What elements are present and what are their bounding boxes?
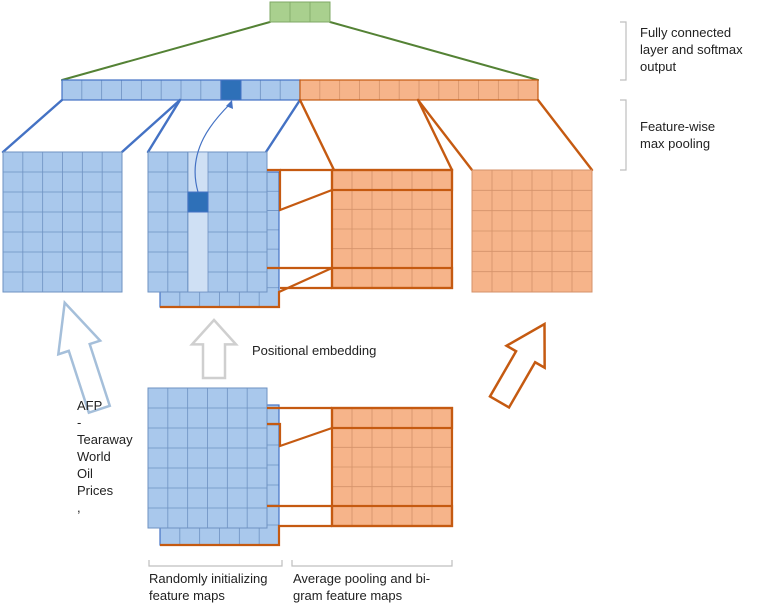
pool-connector-3 (146, 98, 182, 154)
grid-border (269, 1, 331, 23)
random-init-label: Randomly initializing feature maps (149, 571, 268, 603)
pool-connector-5 (298, 98, 336, 172)
grid-lines (289, 2, 311, 22)
grid-lines (472, 170, 592, 292)
grid-lines (319, 80, 519, 100)
bigram-bottom-connector-b (267, 422, 333, 448)
green-connector-left (61, 21, 271, 81)
token: Prices (77, 483, 114, 498)
token: Tearaway (77, 432, 133, 447)
positional-embedding-label: Positional embedding (252, 343, 377, 358)
hollow-up-arrow-icon (56, 299, 112, 415)
pooled-vector-orange (299, 79, 539, 101)
positional-column (187, 151, 209, 293)
grid-lines (148, 388, 267, 528)
selected-cell (187, 191, 209, 213)
bigram-bottom-bottom-row (330, 504, 454, 528)
grid-lines (3, 152, 122, 292)
pool-connector-1 (1, 98, 64, 154)
hollow-up-arrow-icon (189, 318, 239, 380)
bigram-connector-diag (160, 266, 333, 309)
sentence-tokens: AFP - Tearaway World Oil Prices , (77, 397, 133, 516)
max-pooled-cell (220, 79, 242, 101)
token: , (77, 500, 81, 515)
max-selection-arrowhead (226, 100, 233, 109)
pool-connector-7 (416, 98, 474, 172)
max-selection-curve (194, 103, 231, 193)
token: - (77, 415, 82, 430)
pool-connector-6 (416, 98, 454, 172)
bigram-connector-top (267, 168, 333, 212)
pool-connector-4 (264, 98, 302, 154)
bracket-avg-pool (291, 560, 453, 567)
token: Oil (77, 466, 93, 481)
bracket-pooling (620, 99, 627, 171)
grid-border (147, 387, 268, 529)
bigram-bottom-top-row (330, 406, 454, 430)
pooled-vector-blue (61, 79, 301, 101)
grid-border (2, 151, 123, 293)
pool-connector-8 (536, 98, 594, 172)
feature-map-right (471, 169, 593, 293)
bigram-map-middle (330, 168, 454, 290)
feature-pooling-label: Feature-wise max pooling (640, 119, 716, 151)
softmax-output-vector (269, 1, 331, 23)
green-connector-right (329, 21, 539, 81)
bigram-bottom-row (330, 266, 454, 290)
avg-pool-label: Average pooling and bi- gram feature map… (293, 571, 431, 603)
grid-border (471, 169, 593, 293)
token: World (77, 449, 111, 464)
feature-map-left (2, 151, 123, 293)
bracket-fc (620, 21, 627, 81)
fc-output-label: Fully connected layer and softmax output (640, 25, 743, 74)
pool-connector-2 (120, 98, 182, 154)
input-map-front (147, 387, 268, 529)
token: AFP (77, 398, 103, 413)
bigram-map-bottom (330, 406, 454, 528)
hollow-up-arrow-icon (488, 321, 546, 410)
grid-fill (270, 2, 330, 22)
bracket-random-init (148, 560, 283, 567)
bigram-bottom-connector-d (160, 524, 332, 547)
bigram-top-row (330, 168, 454, 192)
